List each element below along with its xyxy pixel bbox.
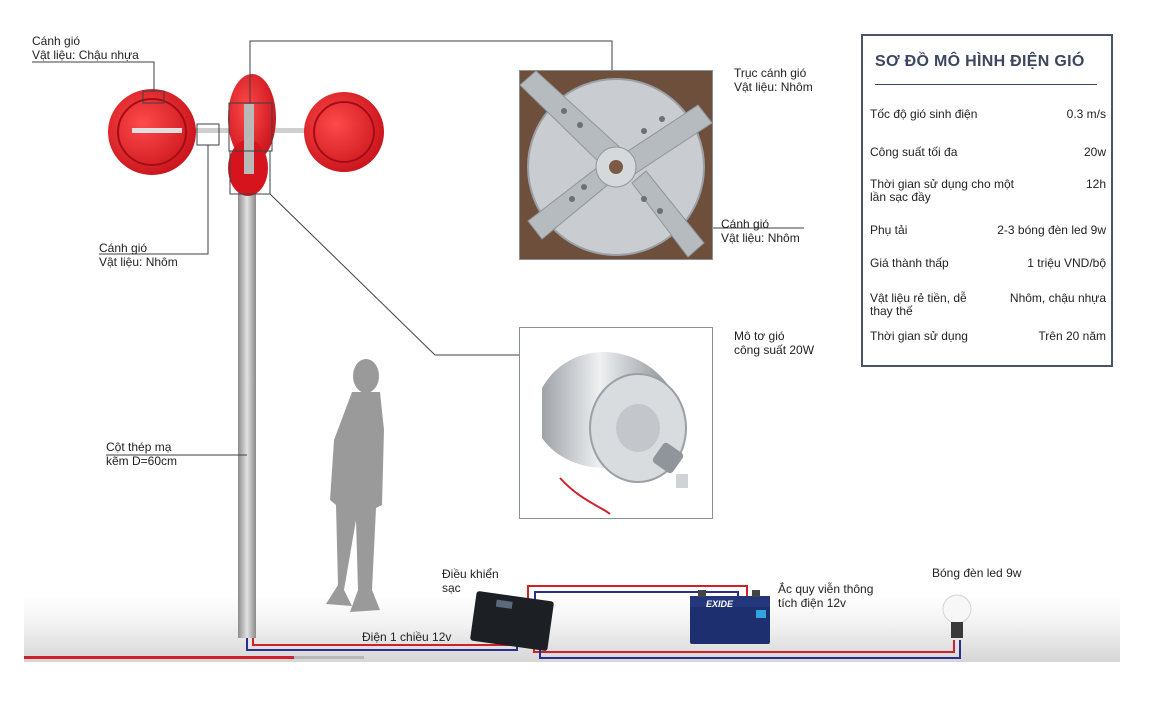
spec-value: 1 triệu VND/bộ: [1027, 256, 1106, 270]
label-motor: Mô tơ gió công suất 20W: [734, 329, 815, 357]
blade-cup-right: [304, 92, 384, 172]
blade-cup-center: [228, 74, 276, 196]
battery: [690, 590, 770, 644]
spec-label: Thời gian sử dụng cho một lần sạc đầy: [870, 177, 1014, 204]
person-silhouette: [326, 359, 384, 612]
spec-label: Tốc độ gió sinh điện: [870, 107, 978, 121]
spec-label: Vật liệu rẻ tiền, dễ thay thế: [870, 291, 967, 318]
spec-label: Thời gian sử dụng: [870, 329, 968, 343]
label-controller: Điều khiển sạc: [442, 567, 499, 595]
label-blade-aluminum-right: Cánh gió Vật liệu: Nhôm: [721, 217, 800, 245]
spec-value: 12h: [1085, 177, 1106, 191]
leader-blade-aluminum: [99, 145, 209, 255]
steel-pole: [238, 150, 256, 638]
leader-shaft: [249, 40, 613, 103]
label-battery: Ắc quy viễn thông tích điện 12v: [778, 582, 874, 610]
label-pole: Cột thép mạ kẽm D=60cm: [106, 440, 178, 468]
spec-value: Trên 20 năm: [1038, 329, 1106, 343]
motor-photo-image: [520, 328, 712, 518]
label-blade-aluminum-left: Cánh gió Vật liệu: Nhôm: [99, 241, 178, 269]
shaft-photo: [519, 70, 713, 260]
label-blade-shaft: Trục cánh gió Vật liệu: Nhôm: [734, 66, 813, 94]
label-lamp: Bóng đèn led 9w: [932, 566, 1022, 580]
spec-value: 0.3 m/s: [1066, 107, 1106, 121]
motor-photo: [519, 327, 713, 519]
charge-controller: [470, 591, 554, 651]
spec-panel: SƠ ĐỒ MÔ HÌNH ĐIỆN GIÓ Tốc độ gió sinh đ…: [861, 34, 1113, 367]
spec-label: Công suất tối đa: [870, 145, 958, 159]
leader-motor: [269, 193, 519, 356]
shaft-photo-image: [520, 71, 712, 259]
blade-cup-left: [108, 89, 196, 175]
spec-divider: [875, 84, 1097, 85]
spec-label: Phụ tải: [870, 223, 908, 237]
spec-title: SƠ ĐỒ MÔ HÌNH ĐIỆN GIÓ: [875, 53, 1085, 70]
spec-label: Giá thành thấp: [870, 256, 949, 270]
label-dc-power: Điện 1 chiều 12v: [362, 630, 452, 644]
label-blade-plastic: Cánh gió Vật liệu: Chậu nhựa: [32, 34, 139, 62]
spec-value: 20w: [1083, 145, 1106, 159]
led-bulb: [942, 594, 972, 638]
leader-blade-plastic: [32, 61, 155, 91]
spec-value: Nhôm, chậu nhựa: [1009, 291, 1106, 305]
spec-value: 2-3 bóng đèn led 9w: [997, 223, 1106, 237]
battery-brand: EXIDE: [706, 599, 734, 609]
